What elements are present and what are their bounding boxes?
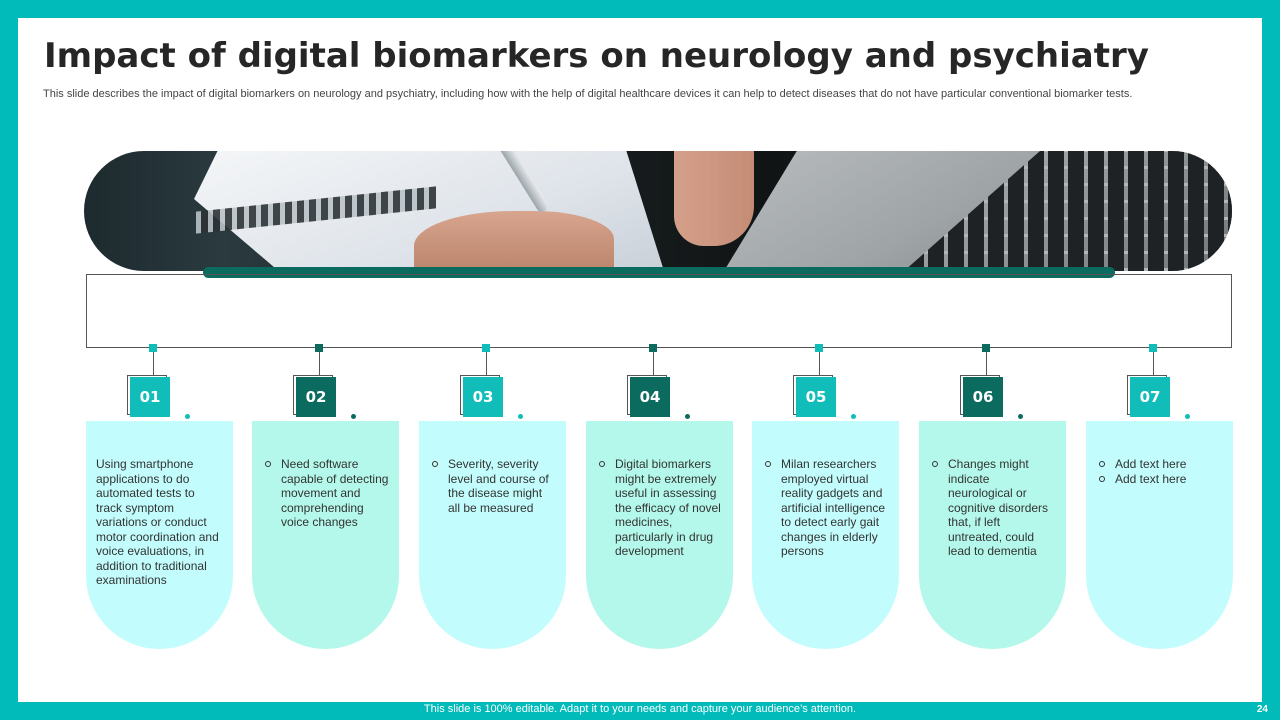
step-connector-line [319, 352, 320, 376]
step-connector-line [153, 352, 154, 376]
step-dot [518, 414, 523, 419]
step-number-badge: 05 [796, 377, 836, 417]
step-connector-marker [1149, 344, 1157, 352]
step-number-badge: 02 [296, 377, 336, 417]
step-dot [1185, 414, 1190, 419]
step-card-item: Using smartphone applications to do auto… [96, 457, 219, 587]
step-card-list: Severity, severity level and course of t… [429, 457, 556, 515]
step-dot [851, 414, 856, 419]
step-card-list: Need software capable of detecting movem… [262, 457, 389, 530]
step-card-list: Using smartphone applications to do auto… [96, 457, 223, 588]
step-dot [351, 414, 356, 419]
step-card-item: Milan researchers employed virtual reali… [762, 457, 889, 559]
step-connector-marker [482, 344, 490, 352]
step-card-list: Milan researchers employed virtual reali… [762, 457, 889, 559]
step-dot [685, 414, 690, 419]
step-connector-line [819, 352, 820, 376]
banner-photo [84, 151, 1232, 271]
step-card: Using smartphone applications to do auto… [86, 421, 233, 649]
step-card-item: Need software capable of detecting movem… [262, 457, 389, 530]
step-card: Digital biomarkers might be extremely us… [586, 421, 733, 649]
writing-hand-shape [414, 211, 614, 271]
fingers-shape [674, 151, 754, 246]
banner-accent-bar [203, 267, 1115, 278]
step-number-badge: 04 [630, 377, 670, 417]
step-card-item: Digital biomarkers might be extremely us… [596, 457, 723, 559]
step-number-badge: 03 [463, 377, 503, 417]
step-card-list: Digital biomarkers might be extremely us… [596, 457, 723, 559]
slide-subtitle: This slide describes the impact of digit… [43, 88, 1133, 100]
slide-title: Impact of digital biomarkers on neurolog… [44, 36, 1149, 76]
step-card-list: Changes might indicate neurological or c… [929, 457, 1056, 559]
footer-note: This slide is 100% editable. Adapt it to… [423, 703, 857, 715]
step-card-item: Changes might indicate neurological or c… [929, 457, 1056, 559]
step-card: Severity, severity level and course of t… [419, 421, 566, 649]
connector-frame [86, 274, 1232, 348]
step-connector-line [1153, 352, 1154, 376]
step-card: Changes might indicate neurological or c… [919, 421, 1066, 649]
step-card-item: Add text here [1096, 472, 1223, 487]
connector-frame-top [86, 274, 1232, 275]
step-connector-marker [982, 344, 990, 352]
step-connector-line [486, 352, 487, 376]
step-dot [185, 414, 190, 419]
step-number-badge: 01 [130, 377, 170, 417]
step-connector-line [653, 352, 654, 376]
slide: Impact of digital biomarkers on neurolog… [18, 18, 1262, 702]
step-connector-marker [315, 344, 323, 352]
step-connector-marker [149, 344, 157, 352]
step-connector-marker [815, 344, 823, 352]
step-card-item: Add text here [1096, 457, 1223, 472]
step-number-badge: 07 [1130, 377, 1170, 417]
step-card-item: Severity, severity level and course of t… [429, 457, 556, 515]
step-card: Need software capable of detecting movem… [252, 421, 399, 649]
step-dot [1018, 414, 1023, 419]
step-card: Milan researchers employed virtual reali… [752, 421, 899, 649]
page-number: 24 [1256, 704, 1268, 715]
step-connector-line [986, 352, 987, 376]
step-connector-marker [649, 344, 657, 352]
step-number-badge: 06 [963, 377, 1003, 417]
